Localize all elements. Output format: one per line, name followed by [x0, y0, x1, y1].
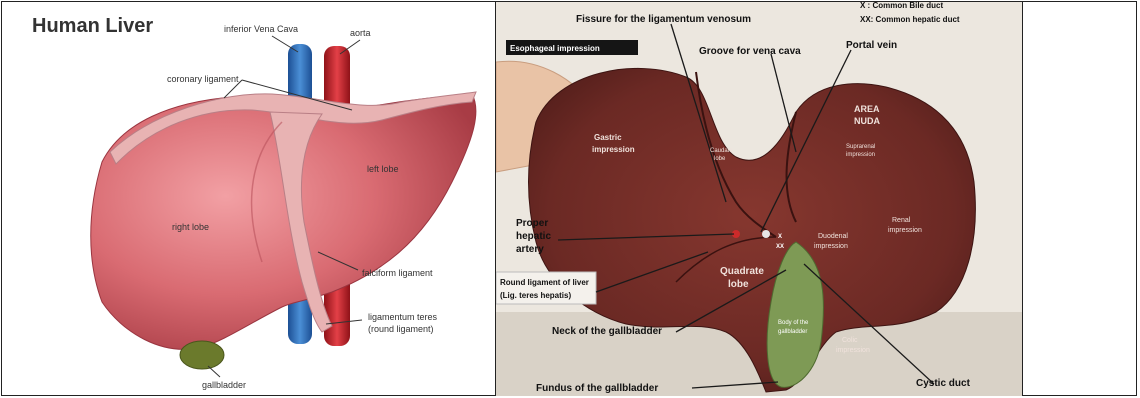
panel-divider-right — [1022, 1, 1023, 396]
liver-illustration: Human Liver inferior Vena Cava aorta cor… — [2, 2, 495, 396]
photo-panel: Fissure for the ligamentum venosum Esoph… — [496, 2, 1022, 396]
label-colic: Colic — [842, 337, 858, 344]
label-portal-vein: Portal vein — [846, 40, 897, 51]
label-body-of-the: Body of the — [778, 320, 809, 326]
label-right-lobe: right lobe — [172, 222, 209, 232]
label-suprarenal-impression: impression — [846, 152, 875, 158]
bile-duct-marker — [762, 230, 770, 238]
label-area: AREA — [854, 104, 880, 114]
label-caudate-lobe: lobe — [714, 156, 726, 162]
label-hepatic: hepatic — [516, 231, 551, 242]
label-colic-impression: impression — [836, 347, 870, 354]
illustration-title: Human Liver — [32, 15, 153, 37]
legend-common-bile-duct: X : Common Bile duct — [860, 2, 943, 10]
label-proper: Proper — [516, 218, 548, 229]
illustration-panel: Human Liver inferior Vena Cava aorta cor… — [2, 2, 495, 396]
label-xx: XX — [776, 244, 784, 250]
label-gastric: Gastric — [594, 133, 622, 142]
label-duodenal: Duodenal — [818, 233, 848, 240]
gallbladder-shape — [180, 341, 224, 369]
label-artery: artery — [516, 244, 544, 255]
label-renal-impression: impression — [888, 227, 922, 234]
label-round-ligament: Round ligament of liver — [500, 278, 589, 287]
label-renal: Renal — [892, 217, 911, 224]
label-quadrate: Quadrate — [720, 266, 764, 277]
label-aorta: aorta — [350, 28, 371, 38]
label-left-lobe: left lobe — [367, 164, 399, 174]
label-body-gallbladder: gallbladder — [778, 329, 807, 335]
label-suprarenal: Suprarenal — [846, 144, 875, 150]
label-caudate: Caudate — [710, 148, 733, 154]
label-lig-teres: (Lig. teres hepatis) — [500, 291, 571, 300]
label-fundus-gallbladder: Fundus of the gallbladder — [536, 383, 658, 394]
legend-common-hepatic-duct: XX: Common hepatic duct — [860, 15, 960, 24]
label-round-ligament: (round ligament) — [368, 324, 434, 334]
label-gallbladder: gallbladder — [202, 380, 246, 390]
label-x: X — [778, 234, 782, 240]
label-nuda: NUDA — [854, 116, 880, 126]
label-falciform-ligament: falciform ligament — [362, 268, 433, 278]
label-groove-vena-cava: Groove for vena cava — [699, 46, 801, 57]
label-quadrate-lobe: lobe — [728, 279, 749, 290]
label-cystic-duct: Cystic duct — [916, 378, 971, 389]
label-ligamentum-teres: ligamentum teres — [368, 312, 438, 322]
label-neck-gallbladder: Neck of the gallbladder — [552, 326, 662, 337]
label-fissure: Fissure for the ligamentum venosum — [576, 14, 751, 25]
label-ivc: inferior Vena Cava — [224, 24, 298, 34]
label-coronary-ligament: coronary ligament — [167, 74, 239, 84]
liver-model-photo: Fissure for the ligamentum venosum Esoph… — [496, 2, 1022, 396]
label-gastric-impression: impression — [592, 145, 635, 154]
label-esophageal-impression: Esophageal impression — [510, 44, 600, 53]
label-duodenal-impression: impression — [814, 243, 848, 250]
